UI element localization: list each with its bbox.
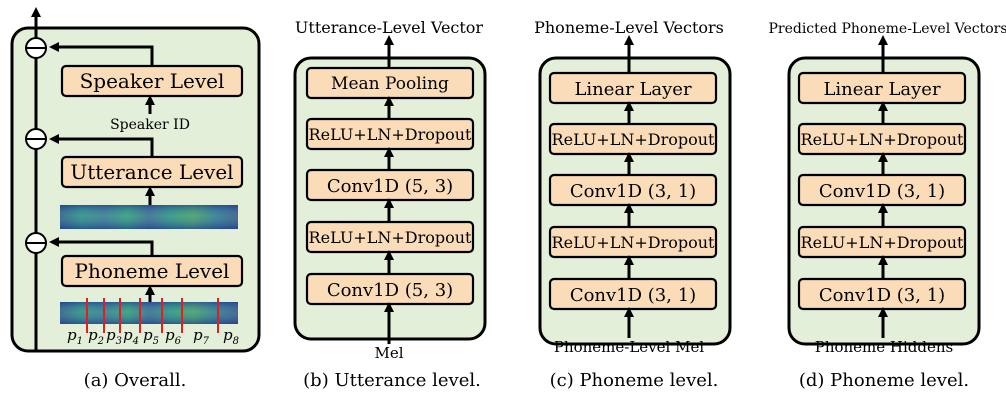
phoneme-label: p2 [88,326,104,347]
mel-spectrogram-utterance [60,205,238,229]
phoneme-label: p4 [123,326,139,347]
panel-d-phoneme: Predicted Phoneme-Level Vectors Linear L… [768,21,1006,391]
phoneme-label: p3 [106,326,122,347]
adder-icon [25,232,47,254]
speaker-id-label: Speaker ID [110,117,190,133]
panel-c-output-label: Phoneme-Level Vectors [534,18,724,37]
utterance-level-label: Utterance Level [70,160,233,184]
phoneme-level-label: Phoneme Level [75,259,230,283]
layer-label: Conv1D (5, 3) [327,280,453,301]
layer-label: Linear Layer [574,79,692,100]
layer-label: ReLU+LN+Dropout [801,233,964,252]
speaker-level-output-arrow [49,42,154,66]
caption-c: (c) Phoneme level. [550,370,719,391]
layer-label: Conv1D (3, 1) [819,285,945,306]
layer-label: ReLU+LN+Dropout [309,125,472,144]
phoneme-label: p1 [67,326,83,347]
caption-d: (d) Phoneme level. [799,370,969,391]
caption-b: (b) Utterance level. [303,370,481,391]
panel-d-output-label: Predicted Phoneme-Level Vectors [768,21,1006,37]
phoneme-label: p8 [223,326,239,347]
phoneme-level-output-arrow [49,237,154,256]
layer-label: Conv1D (5, 3) [327,176,453,197]
panel-b-utterance: Utterance-Level Vector Mean Pooling ReLU… [293,18,487,391]
phoneme-label: p5 [143,326,159,347]
panel-b-input-label: Mel [374,344,403,362]
phoneme-labels: p1 p2 p3 p4 p5 p6 p7 p8 [67,326,239,347]
phoneme-boundaries [86,298,219,333]
layer-label: Linear Layer [823,79,941,100]
layer-label: Conv1D (3, 1) [819,181,945,202]
caption-a: (a) Overall. [84,370,187,391]
panel-c-phoneme: Phoneme-Level Vectors Linear Layer ReLU+… [534,18,732,391]
panel-a-overall: Speaker Level Speaker ID Utterance Level… [10,7,261,391]
layer-label: Mean Pooling [331,74,449,94]
layer-label: ReLU+LN+Dropout [309,228,472,247]
adder-icon [25,37,47,59]
phoneme-label: p7 [193,326,210,347]
panel-b-output-label: Utterance-Level Vector [295,18,484,37]
phoneme-label: p6 [165,326,182,347]
panel-d-input-label: Phoneme Hiddens [815,338,954,356]
layer-label: Conv1D (3, 1) [570,181,696,202]
speaker-level-label: Speaker Level [80,69,225,93]
adder-icon [25,128,47,150]
panel-c-input-label: Phoneme-Level Mel [554,338,704,356]
layer-label: ReLU+LN+Dropout [552,130,715,149]
layer-label: Conv1D (3, 1) [570,285,696,306]
layer-label: ReLU+LN+Dropout [801,130,964,149]
layer-label: ReLU+LN+Dropout [552,233,715,252]
utterance-level-output-arrow [49,134,154,157]
